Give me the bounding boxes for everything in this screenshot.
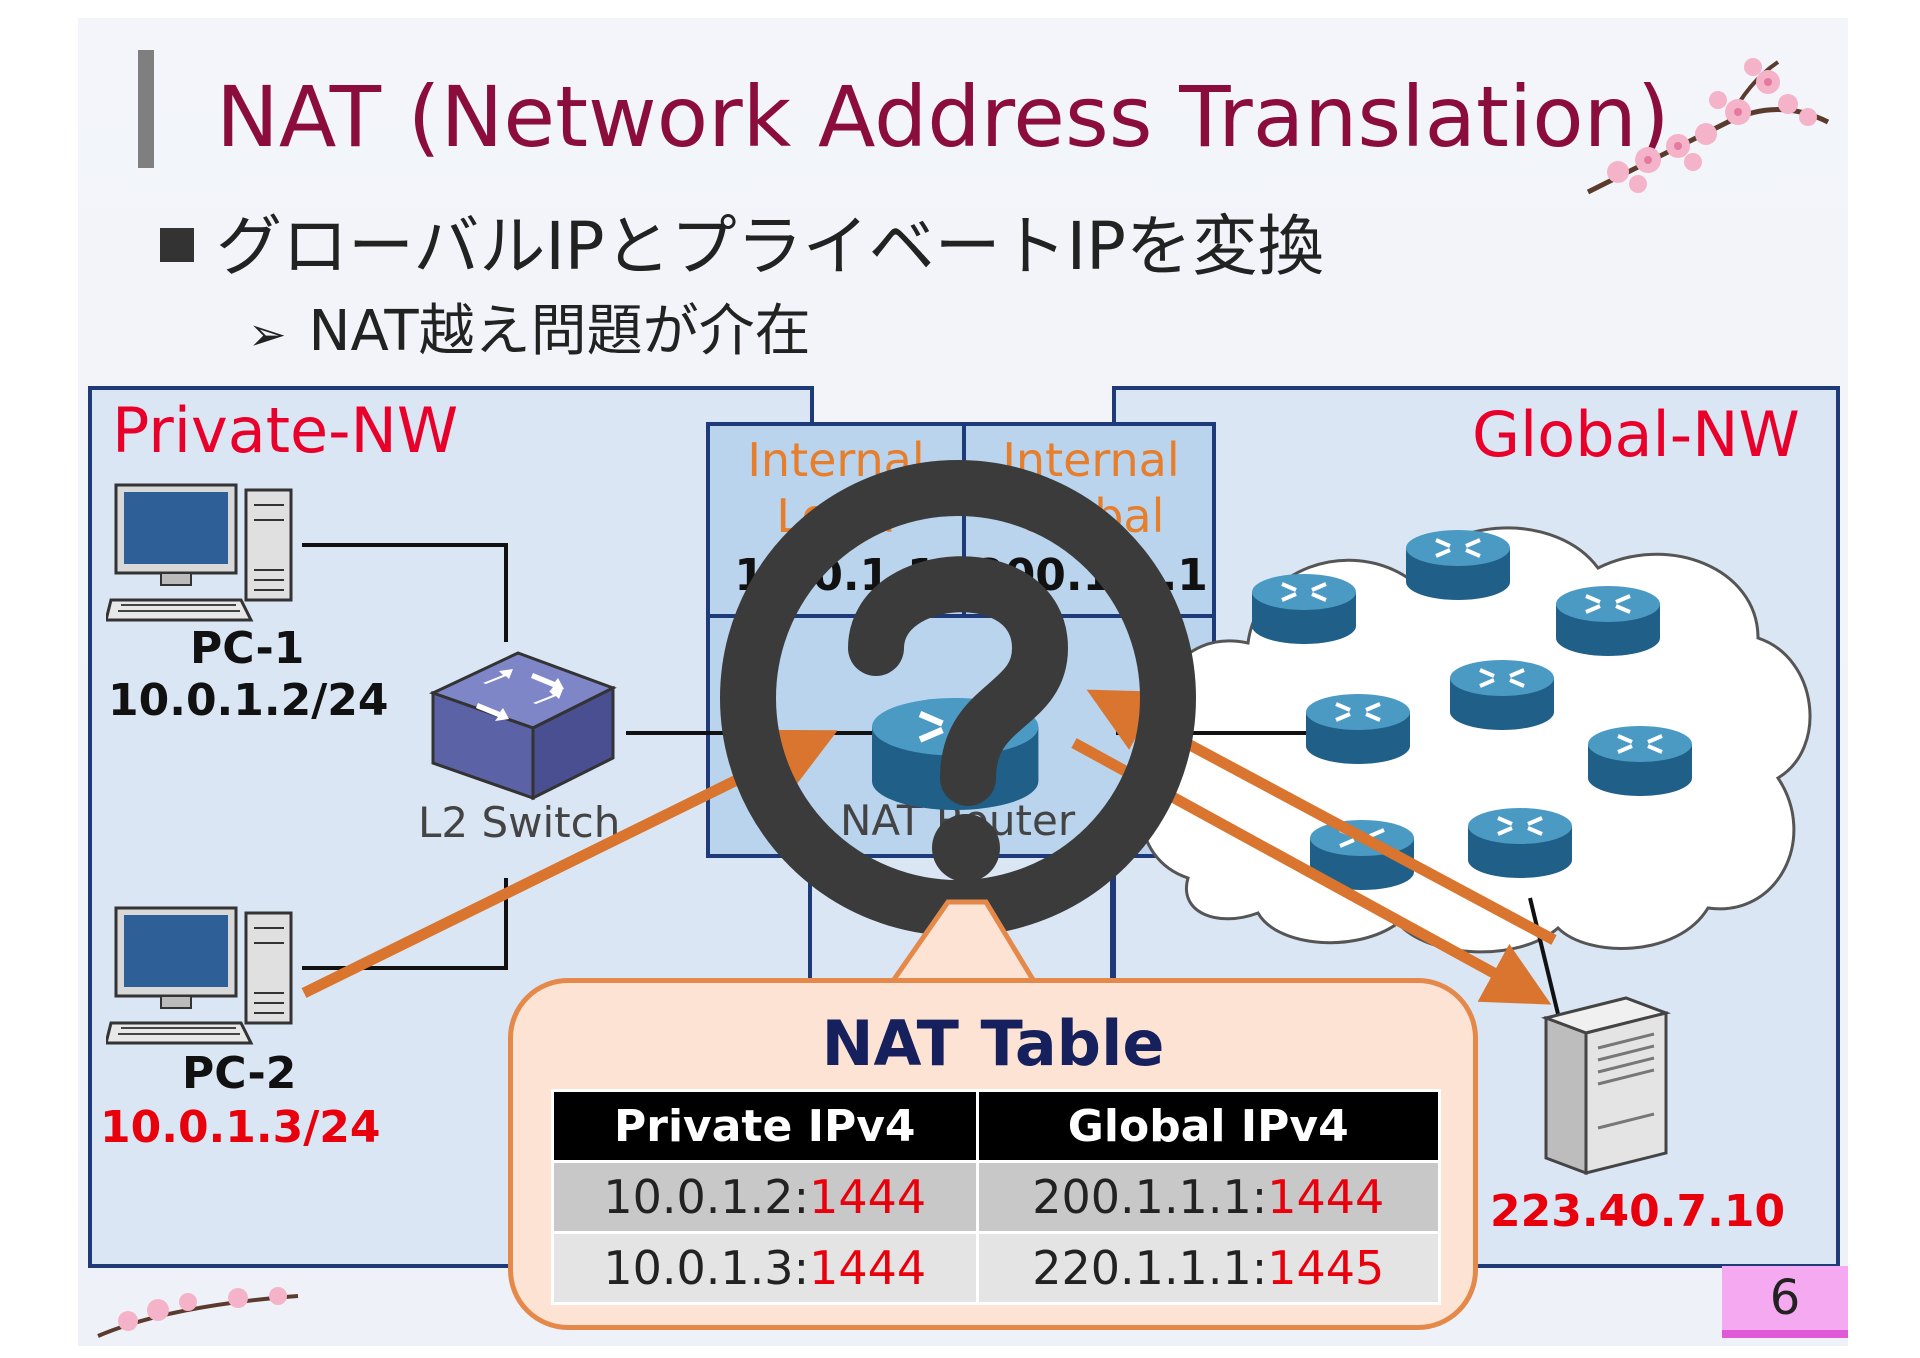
pc-icon xyxy=(106,906,293,1045)
pc-icon xyxy=(106,483,293,622)
table-row: 10.0.1.3:1444 220.1.1.1:1445 xyxy=(551,1231,1442,1305)
title-accent-bar xyxy=(138,50,154,168)
page-number: 6 xyxy=(1722,1266,1848,1338)
header-global-ipv4: Global IPv4 xyxy=(975,1089,1442,1163)
cell-private-ip: 10.0.1.2:1444 xyxy=(551,1160,979,1234)
arrow-pc2-to-router xyxy=(301,729,838,998)
nat-table-callout: NAT Table Private IPv4 Global IPv4 10.0.… xyxy=(508,978,1478,1330)
l2-switch-icon xyxy=(429,651,617,801)
cell-global-ip: 200.1.1.1:1444 xyxy=(975,1160,1442,1234)
cell-global-ip: 220.1.1.1:1445 xyxy=(975,1231,1442,1305)
global-nw-label: Global-NW xyxy=(1472,398,1800,471)
server-ip: 223.40.7.10 xyxy=(1490,1186,1786,1237)
server-icon xyxy=(1540,996,1672,1176)
slide: NAT (Network Address Translation) グローバルI… xyxy=(78,18,1848,1346)
cherry-blossom-icon xyxy=(97,1287,299,1338)
bullet-sub: ➢NAT越え問題が介在 xyxy=(248,299,811,364)
pc1-ip: 10.0.1.2/24 xyxy=(108,675,389,726)
header-private-ipv4: Private IPv4 xyxy=(551,1089,979,1163)
pc2-ip: 10.0.1.3/24 xyxy=(100,1102,381,1153)
nat-table-title: NAT Table xyxy=(821,1007,1165,1080)
l2-switch-label: L2 Switch xyxy=(418,798,621,847)
pc1-name: PC-1 xyxy=(190,623,305,674)
callout-pointer xyxy=(888,899,1041,988)
bullet-main: グローバルIPとプライベートIPを変換 xyxy=(160,193,1324,289)
nat-table: Private IPv4 Global IPv4 10.0.1.2:1444 2… xyxy=(551,1089,1442,1305)
private-nw-label: Private-NW xyxy=(112,394,459,467)
cell-private-ip: 10.0.1.3:1444 xyxy=(551,1231,979,1305)
cherry-blossom-icon xyxy=(1586,58,1830,195)
table-row: 10.0.1.2:1444 200.1.1.1:1444 xyxy=(551,1160,1442,1234)
page-title: NAT (Network Address Translation) xyxy=(216,68,1670,166)
pc2-name: PC-2 xyxy=(182,1048,297,1099)
question-mark-icon xyxy=(720,460,1196,936)
